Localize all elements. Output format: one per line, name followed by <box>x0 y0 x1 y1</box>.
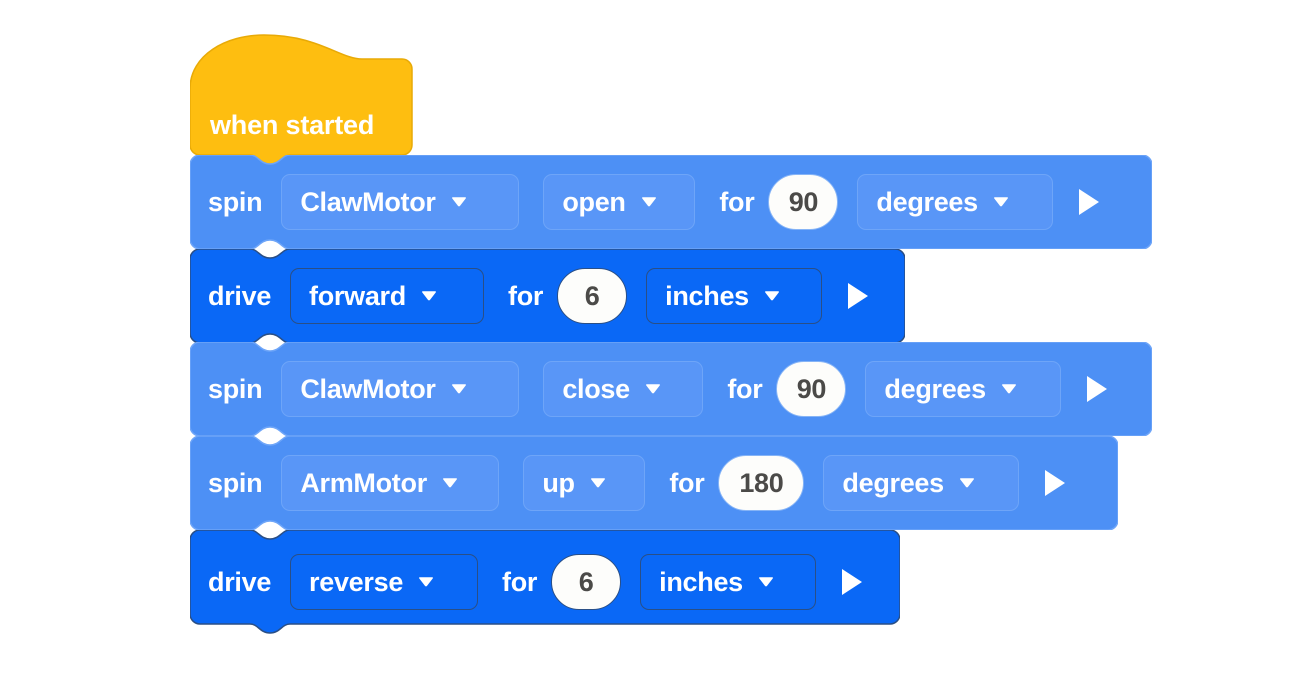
unit-dropdown-value: degrees <box>884 373 986 404</box>
direction-dropdown-value: open <box>562 186 626 217</box>
chevron-down-icon <box>416 572 436 592</box>
direction-dropdown[interactable]: open <box>543 174 696 230</box>
unit-dropdown[interactable]: degrees <box>823 455 1020 511</box>
amount-value: 6 <box>584 280 600 311</box>
unit-dropdown[interactable]: degrees <box>857 174 1054 230</box>
chevron-down-icon <box>419 286 439 306</box>
block-verb: drive <box>208 280 272 311</box>
chevron-down-icon <box>756 572 776 592</box>
unit-dropdown-value: inches <box>659 566 743 597</box>
block-verb: drive <box>208 566 272 597</box>
amount-value: 90 <box>788 186 819 217</box>
for-label: for <box>669 467 705 498</box>
block-verb: spin <box>208 467 263 498</box>
chevron-down-icon <box>999 379 1019 399</box>
chevron-down-icon <box>639 192 659 212</box>
amount-value: 6 <box>578 566 594 597</box>
amount-value: 180 <box>739 467 784 498</box>
amount-input[interactable]: 6 <box>551 554 622 610</box>
amount-value: 90 <box>796 373 827 404</box>
direction-dropdown[interactable]: reverse <box>290 554 479 610</box>
direction-dropdown-value: close <box>562 373 630 404</box>
direction-dropdown[interactable]: forward <box>290 268 485 324</box>
chevron-down-icon <box>449 192 469 212</box>
drive-block-forward[interactable]: drive forward for 6 inches <box>190 249 905 343</box>
spin-block-arm-up[interactable]: spin ArmMotor up for 180 <box>190 436 1118 530</box>
chevron-down-icon <box>762 286 782 306</box>
direction-dropdown-value: up <box>542 467 575 498</box>
chevron-down-icon <box>991 192 1011 212</box>
amount-input[interactable]: 6 <box>557 268 628 324</box>
direction-dropdown-value: forward <box>309 280 406 311</box>
play-icon[interactable] <box>845 281 871 311</box>
chevron-down-icon <box>957 473 977 493</box>
for-label: for <box>508 280 544 311</box>
chevron-down-icon <box>588 473 608 493</box>
direction-dropdown[interactable]: close <box>543 361 704 417</box>
play-icon[interactable] <box>1076 187 1102 217</box>
motor-dropdown-value: ClawMotor <box>300 373 436 404</box>
spin-block-claw-open[interactable]: spin ClawMotor open for 90 <box>190 155 1152 249</box>
play-icon[interactable] <box>1042 468 1068 498</box>
when-started-hat-block[interactable]: when started <box>190 33 414 165</box>
unit-dropdown-value: degrees <box>876 186 978 217</box>
drive-block-reverse[interactable]: drive reverse for 6 inches <box>190 530 900 634</box>
unit-dropdown[interactable]: inches <box>646 268 823 324</box>
direction-dropdown-value: reverse <box>309 566 404 597</box>
amount-input[interactable]: 180 <box>718 455 805 511</box>
unit-dropdown[interactable]: inches <box>640 554 817 610</box>
amount-input[interactable]: 90 <box>768 174 839 230</box>
motor-dropdown-value: ArmMotor <box>300 467 427 498</box>
direction-dropdown[interactable]: up <box>523 455 646 511</box>
play-icon[interactable] <box>839 567 865 597</box>
unit-dropdown-value: inches <box>665 280 749 311</box>
unit-dropdown[interactable]: degrees <box>865 361 1062 417</box>
chevron-down-icon <box>643 379 663 399</box>
block-verb: spin <box>208 373 263 404</box>
play-icon[interactable] <box>1084 374 1110 404</box>
block-verb: spin <box>208 186 263 217</box>
motor-dropdown[interactable]: ArmMotor <box>281 455 500 511</box>
unit-dropdown-value: degrees <box>842 467 944 498</box>
chevron-down-icon <box>440 473 460 493</box>
for-label: for <box>727 373 763 404</box>
chevron-down-icon <box>449 379 469 399</box>
motor-dropdown[interactable]: ClawMotor <box>281 361 520 417</box>
for-label: for <box>502 566 538 597</box>
for-label: for <box>719 186 755 217</box>
amount-input[interactable]: 90 <box>776 361 847 417</box>
spin-block-claw-close[interactable]: spin ClawMotor close for 90 <box>190 342 1152 436</box>
motor-dropdown-value: ClawMotor <box>300 186 436 217</box>
hat-block-label: when started <box>210 110 375 140</box>
motor-dropdown[interactable]: ClawMotor <box>281 174 520 230</box>
